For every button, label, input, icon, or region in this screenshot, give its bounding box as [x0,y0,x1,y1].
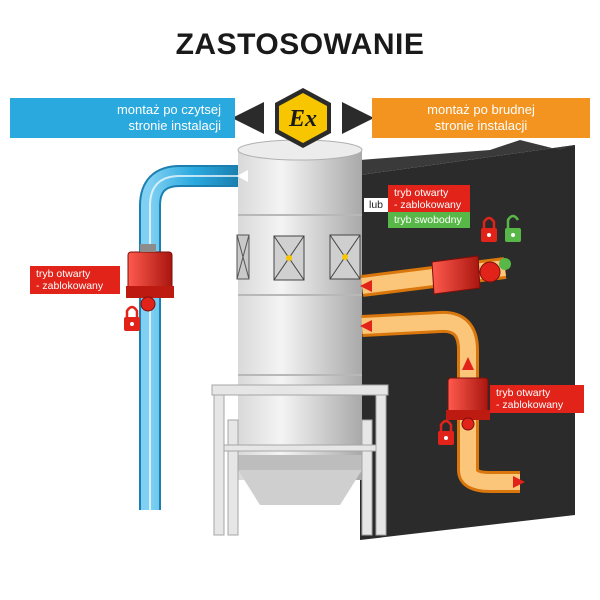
label-top-free: tryb swobodny [388,212,470,228]
valve-right [446,377,490,431]
label-left-locked: tryb otwarty - zablokowany [30,266,120,294]
arrow-left-icon [232,102,264,134]
ex-hexagon-icon: Ex [275,88,331,148]
padlock-closed-icon [481,216,497,242]
label-top-locked: tryb otwarty - zablokowany [388,185,470,213]
ex-symbol-text: Ex [288,106,317,132]
valve-top-right [431,255,511,295]
label-top-locked-line2: - zablokowany [394,199,462,211]
banner-dirty-line1: montaż po brudnej [427,102,535,117]
flow-arrow-icon [513,476,525,488]
padlock-open-icon [505,214,521,242]
banner-dirty-line2: stronie instalacji [434,118,528,133]
valve-left [126,244,174,312]
flow-arrow-icon [360,280,372,292]
label-right-locked-line2: - zablokowany [496,399,564,411]
flow-arrow-icon [462,357,474,370]
label-right-locked: tryb otwarty - zablokowany [490,385,584,413]
label-left-locked-line1: tryb otwarty [36,268,91,280]
silo-body [238,150,362,480]
banner-clean-line1: montaż po czytsej [116,102,221,117]
label-top-or: lub [364,198,388,212]
label-top-locked-line1: tryb otwarty [394,187,449,199]
flow-arrow-icon [237,170,248,182]
page-title: ZASTOSOWANIE [175,28,425,61]
label-right-locked-line1: tryb otwarty [496,387,551,399]
padlock-closed-icon [124,305,140,331]
padlock-closed-icon [438,419,454,445]
dark-wall-top [360,140,575,175]
silo-hopper [238,470,362,505]
silo-ring [238,455,362,470]
explosion-panel-icon [273,235,305,281]
explosion-panel-icon [236,234,250,280]
support-frame [211,384,389,536]
clean-pipe [139,165,238,510]
banner-clean-line2: stronie instalacji [128,118,222,133]
banner-dirty-side: montaż po brudnej stronie instalacji [372,98,590,138]
arrow-right-icon [342,102,374,134]
explosion-panel-icon [329,234,361,280]
banner-clean-side: montaż po czytsej stronie instalacji [10,98,235,138]
label-left-locked-line2: - zablokowany [36,280,104,292]
flow-arrow-icon [360,320,372,332]
